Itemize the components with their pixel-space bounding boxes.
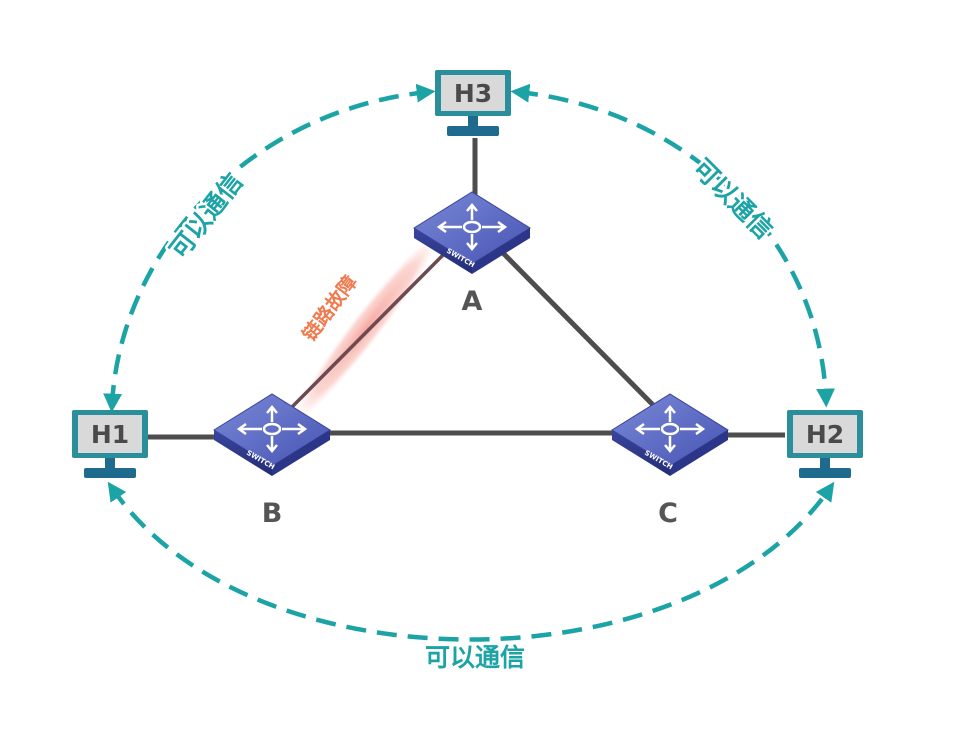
monitor-base: [447, 126, 499, 136]
host-h3[interactable]: H3: [435, 70, 511, 136]
host-label: H3: [454, 79, 492, 108]
comm-arc-h1-h3: [103, 83, 436, 413]
host-label: H1: [91, 420, 129, 449]
switch-side: [214, 430, 272, 476]
comm-label-h1-h2: 可以通信: [425, 643, 525, 672]
switch-side: [670, 430, 728, 476]
switch-icon: [611, 393, 729, 467]
link-a-c: [500, 250, 660, 412]
host-h1[interactable]: H1: [72, 410, 148, 478]
switch-side: [414, 228, 472, 274]
monitor-base: [84, 468, 136, 478]
switch-side: [472, 228, 530, 274]
comm-arc-h3-h2: [510, 83, 836, 408]
monitor-screen: [78, 415, 142, 453]
switch-a[interactable]: SWITCH A: [413, 191, 531, 317]
comm-label-h3-h2: 可以通信: [687, 153, 778, 244]
switch-label: C: [658, 498, 678, 529]
switch-label: B: [262, 498, 283, 529]
switch-arrows-icon: [634, 405, 706, 453]
monitor-neck: [105, 458, 115, 468]
host-h2[interactable]: H2: [787, 410, 863, 478]
switch-arrows-icon: [236, 405, 308, 453]
link-a-b-faulty: [289, 253, 445, 410]
switch-c[interactable]: SWITCH C: [611, 393, 729, 529]
monitor-neck: [468, 116, 478, 126]
switch-b[interactable]: SWITCH B: [213, 393, 331, 529]
fault-glow: [294, 236, 438, 420]
switch-arrows-icon: [436, 203, 508, 251]
monitor-screen: [441, 75, 505, 111]
comm-label-h1-h3: 可以通信: [164, 167, 248, 264]
monitor-screen: [793, 415, 857, 453]
switch-label: A: [462, 286, 483, 317]
monitor-base: [799, 468, 851, 478]
host-label: H2: [806, 420, 844, 449]
switch-side: [612, 430, 670, 476]
switch-side: [272, 430, 330, 476]
monitor-neck: [820, 458, 830, 468]
comm-arc-h1-h2: [107, 481, 835, 642]
